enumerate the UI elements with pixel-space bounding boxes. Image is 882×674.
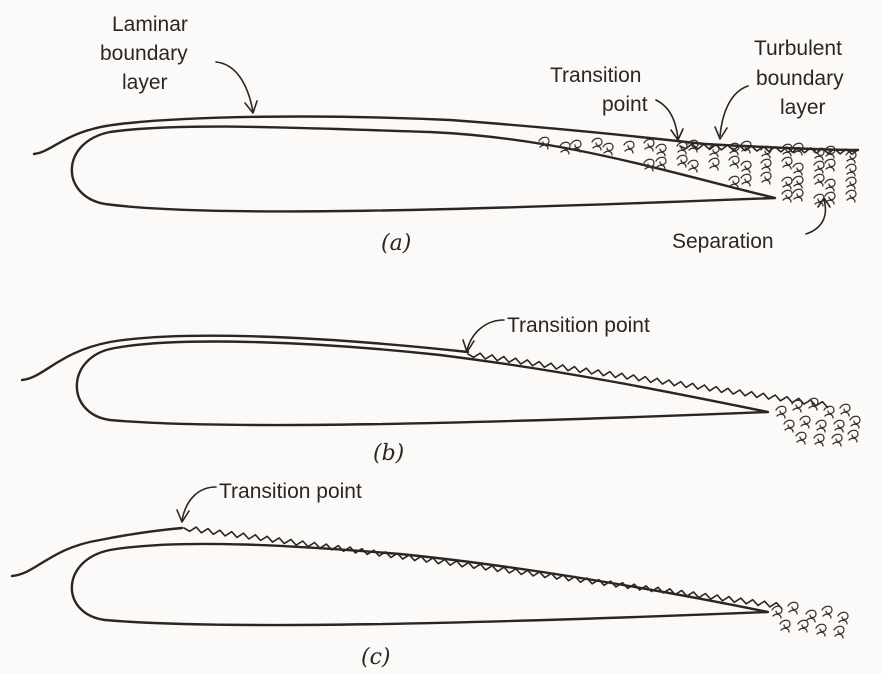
zigzag-line bbox=[468, 353, 828, 407]
eddy-swirl bbox=[677, 155, 687, 167]
eddy-swirl bbox=[656, 157, 666, 169]
eddy-swirl bbox=[793, 189, 803, 201]
eddy-swirl bbox=[741, 174, 751, 186]
turbulent-wake-b bbox=[776, 398, 860, 446]
eddy-swirl bbox=[816, 624, 826, 636]
eddy-swirl bbox=[592, 138, 602, 150]
eddy-swirl bbox=[688, 160, 698, 172]
eddy-swirl bbox=[793, 163, 803, 175]
eddy-swirl bbox=[788, 602, 798, 614]
transition-label-a: Transition point bbox=[550, 64, 648, 116]
eddy-swirl bbox=[838, 612, 848, 624]
eddy-swirl bbox=[793, 176, 803, 188]
turbulent-wake-a bbox=[539, 137, 856, 206]
eddy-swirl bbox=[729, 156, 739, 168]
eddy-swirl bbox=[782, 177, 792, 189]
caption-b: (b) bbox=[373, 441, 404, 466]
eddy-swirl bbox=[624, 141, 634, 153]
eddy-swirl bbox=[784, 420, 794, 432]
eddy-swirl bbox=[729, 176, 739, 188]
eddy-swirl bbox=[822, 606, 832, 618]
eddy-swirl bbox=[832, 434, 842, 446]
transition-label-c: Transition point bbox=[219, 480, 362, 503]
laminar-label: Laminar boundary layer bbox=[100, 13, 194, 94]
boundary-layer-outline-a bbox=[34, 117, 858, 154]
diagram-b: Transition point (b) bbox=[22, 314, 860, 466]
caption-a: (a) bbox=[381, 231, 411, 256]
diagram-c: Transition point (c) bbox=[12, 480, 848, 670]
eddy-swirl bbox=[814, 161, 824, 173]
laminar-arrow bbox=[216, 62, 253, 112]
eddy-swirl bbox=[782, 157, 792, 169]
eddy-swirl bbox=[816, 420, 826, 432]
eddy-swirl bbox=[806, 610, 816, 622]
eddy-swirl bbox=[800, 416, 810, 428]
eddy-swirl bbox=[846, 190, 856, 202]
eddy-swirl bbox=[848, 430, 858, 442]
diagram-a: Laminar boundary layer Transition point … bbox=[34, 13, 858, 256]
turbulent-edge-b bbox=[468, 353, 828, 407]
eddy-swirl bbox=[814, 434, 824, 446]
eddy-swirl bbox=[814, 174, 824, 186]
eddy-swirl bbox=[644, 139, 654, 151]
eddy-swirl bbox=[709, 158, 719, 170]
eddy-swirl bbox=[782, 190, 792, 202]
eddy-swirl bbox=[825, 159, 835, 171]
eddy-swirl bbox=[776, 406, 786, 418]
transition-arrow-a bbox=[656, 100, 678, 138]
eddy-swirl bbox=[761, 159, 771, 171]
turbulent-label: Turbulent boundary layer bbox=[754, 37, 849, 119]
eddy-swirl bbox=[798, 620, 808, 632]
boundary-layer-outline-c bbox=[12, 528, 182, 576]
turbulent-wake-c bbox=[772, 602, 848, 638]
eddy-swirl bbox=[796, 432, 806, 444]
eddy-swirl bbox=[846, 177, 856, 189]
eddy-swirl bbox=[741, 161, 751, 173]
eddy-swirl bbox=[825, 179, 835, 191]
eddy-swirl bbox=[761, 172, 771, 184]
airfoil-c bbox=[72, 544, 768, 625]
eddy-swirl bbox=[792, 400, 802, 412]
eddy-swirl bbox=[850, 416, 860, 428]
eddy-swirl bbox=[846, 164, 856, 176]
transition-label-b: Transition point bbox=[507, 314, 650, 337]
separation-label: Separation bbox=[672, 230, 774, 253]
caption-c: (c) bbox=[361, 645, 391, 670]
eddy-swirl bbox=[780, 620, 790, 632]
transition-arrow-b bbox=[467, 320, 504, 350]
eddy-swirl bbox=[656, 144, 666, 156]
eddy-swirl bbox=[840, 404, 850, 416]
eddy-swirl bbox=[834, 420, 844, 432]
eddy-swirl bbox=[834, 626, 844, 638]
eddy-swirl bbox=[824, 406, 834, 418]
eddy-swirl bbox=[808, 398, 818, 410]
turbulent-arrow bbox=[720, 86, 748, 136]
eddy-swirl bbox=[603, 143, 613, 155]
